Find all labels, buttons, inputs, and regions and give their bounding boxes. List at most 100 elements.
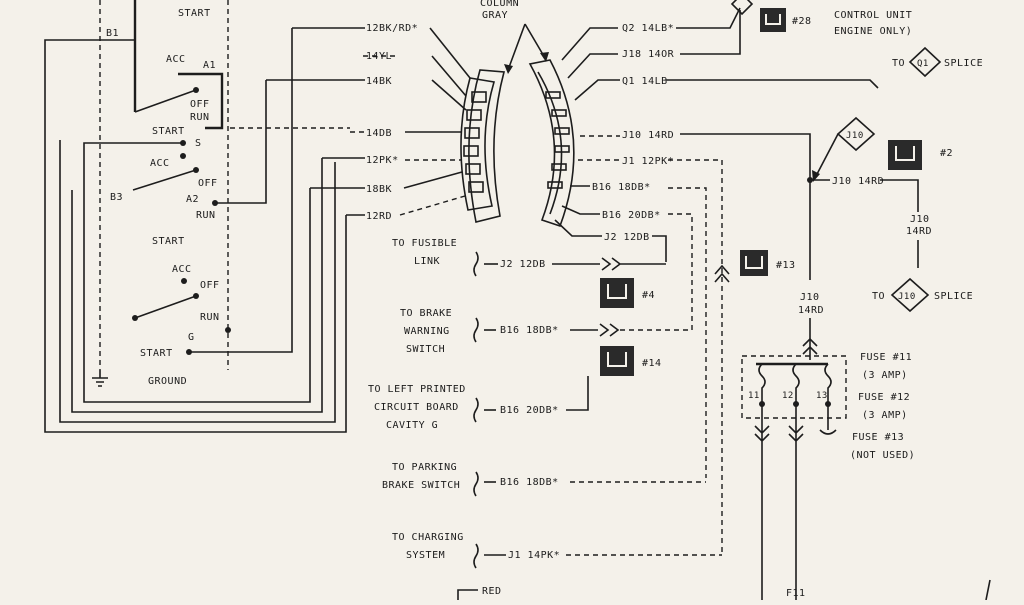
column-gray-label: GRAY [482, 10, 508, 21]
fuse-12-num: 12 [782, 391, 794, 401]
wire-q1-14lb: Q1 14LB [622, 76, 668, 87]
fuse-11-name: FUSE #11 [860, 352, 912, 363]
dest-charging-line1: TO CHARGING [392, 532, 464, 543]
dest-fusible-link: TO FUSIBLE LINK J2 12DB [392, 238, 666, 277]
j10-marker-label: J10 [846, 131, 864, 141]
fuse-13-num: 13 [816, 391, 828, 401]
connector-28-label: #28 [792, 16, 812, 27]
j10-splice-to: TO [872, 291, 885, 302]
switch-harness-wires [44, 28, 350, 433]
red-label: RED [482, 586, 502, 597]
fuse-block: 11 12 13 [741, 355, 847, 600]
j10-splice-id: J10 [898, 292, 916, 302]
q1-splice: TO Q1 SPLICE [892, 46, 983, 78]
acc-label-2: ACC [150, 158, 170, 169]
j10-marker: J10 [812, 116, 876, 182]
switch-blade-3 [134, 295, 197, 319]
connector-28: #28 [760, 8, 812, 32]
connector-13-label: #13 [776, 260, 796, 271]
fuse-11-num: 11 [748, 391, 760, 401]
b3-label: B3 [110, 192, 123, 203]
dest-parking-brake: TO PARKING BRAKE SWITCH B16 18DB* [382, 462, 706, 497]
dest-charging: TO CHARGING SYSTEM J1 14PK* [392, 532, 722, 569]
dest-brake-warning: TO BRAKE WARNING SWITCH B16 18DB* [400, 308, 692, 355]
dest-left-pcb: TO LEFT PRINTED CIRCUIT BOARD CAVITY G B… [368, 376, 589, 431]
q1-splice-id: Q1 [917, 59, 929, 69]
column-connector-left [460, 69, 506, 223]
dest-brake-line3: SWITCH [406, 344, 445, 355]
g-label: G [188, 332, 195, 343]
acc-label-1: ACC [166, 54, 186, 65]
ground-label: GROUND [148, 376, 187, 387]
j10-side-v2: 14RD [906, 226, 932, 237]
s-label: S [195, 138, 202, 149]
j10-down-v2: 14RD [798, 305, 824, 316]
wire-b16-18db: B16 18DB* [592, 182, 651, 193]
wire-j18-14or: J18 14OR [622, 49, 675, 60]
b1-label: B1 [106, 28, 119, 39]
dest-parking-wire: B16 18DB* [500, 477, 559, 488]
wire-14bk: 14BK [366, 76, 392, 87]
wire-14db: 14DB [366, 128, 392, 139]
wire-j1-12pk: J1 12PK* [622, 156, 674, 167]
j10-splice-suffix: SPLICE [934, 291, 973, 302]
a1-bar [178, 72, 224, 130]
a1-label: A1 [203, 60, 216, 71]
connector-4-label: #4 [642, 290, 655, 301]
dest-fusible-wire: J2 12DB [500, 259, 546, 270]
off-label-3: OFF [200, 280, 220, 291]
fuse-11-rating: (3 AMP) [862, 370, 908, 381]
right-wire-leads [554, 7, 879, 552]
wire-18bk: 18BK [366, 184, 392, 195]
f11-label: F11 [786, 588, 806, 599]
left-wire-leads [266, 27, 471, 216]
connector-14-label: #14 [642, 358, 662, 369]
engine-only-label: ENGINE ONLY) [834, 26, 912, 37]
start-label-3: START [140, 348, 173, 359]
dest-brake-wire: B16 18DB* [500, 325, 559, 336]
start-label-2: START [152, 236, 185, 247]
start-top-label: START [178, 8, 211, 19]
j10-side-wire: J10 14RD [832, 176, 884, 187]
run-label-1: RUN [190, 112, 210, 123]
dest-charging-wire: J1 14PK* [508, 550, 560, 561]
j10-down-v1: J10 [800, 292, 820, 303]
connector-4: #4 [600, 278, 655, 308]
a2-label: A2 [186, 194, 199, 205]
dest-parking-line2: BRAKE SWITCH [382, 480, 460, 491]
q1-splice-suffix: SPLICE [944, 58, 983, 69]
wire-j10-14rd: J10 14RD [622, 130, 674, 141]
wire-12pk: 12PK* [366, 155, 399, 166]
off-label-2: OFF [198, 178, 218, 189]
dest-parking-line1: TO PARKING [392, 462, 457, 473]
run-label-3: RUN [200, 312, 220, 323]
connector-14: #14 [600, 346, 662, 376]
wire-q2-14lb: Q2 14LB* [622, 23, 674, 34]
connector-2-label: #2 [940, 148, 953, 159]
connector-2: #2 [888, 140, 953, 170]
fuse-13-name: FUSE #13 [852, 432, 904, 443]
wire-14yl: 14YL [366, 51, 392, 62]
dest-fusible-line1: TO FUSIBLE [392, 238, 457, 249]
start-label-1: START [152, 126, 185, 137]
wire-12rd: 12RD [366, 211, 392, 222]
column-label: COLUMN [480, 0, 519, 9]
dest-brake-line2: WARNING [404, 326, 450, 337]
dest-charging-line2: SYSTEM [406, 550, 445, 561]
dest-brake-line1: TO BRAKE [400, 308, 452, 319]
column-connector-right [528, 59, 575, 228]
q1-splice-to: TO [892, 58, 905, 69]
run-label-2: RUN [196, 210, 216, 221]
dest-pcb-line2: CIRCUIT BOARD [374, 402, 459, 413]
switch-blade-1 [134, 89, 197, 113]
wire-12bkrd: 12BK/RD* [366, 23, 418, 34]
wire-j2-12db: J2 12DB [604, 232, 650, 243]
wire-b16-20db: B16 20DB* [602, 210, 661, 221]
fuse-12-name: FUSE #12 [858, 392, 910, 403]
control-unit-label: CONTROL UNIT [834, 10, 912, 21]
ground-symbol [92, 370, 108, 387]
dest-pcb-line1: TO LEFT PRINTED [368, 384, 466, 395]
fuse-12-rating: (3 AMP) [862, 410, 908, 421]
